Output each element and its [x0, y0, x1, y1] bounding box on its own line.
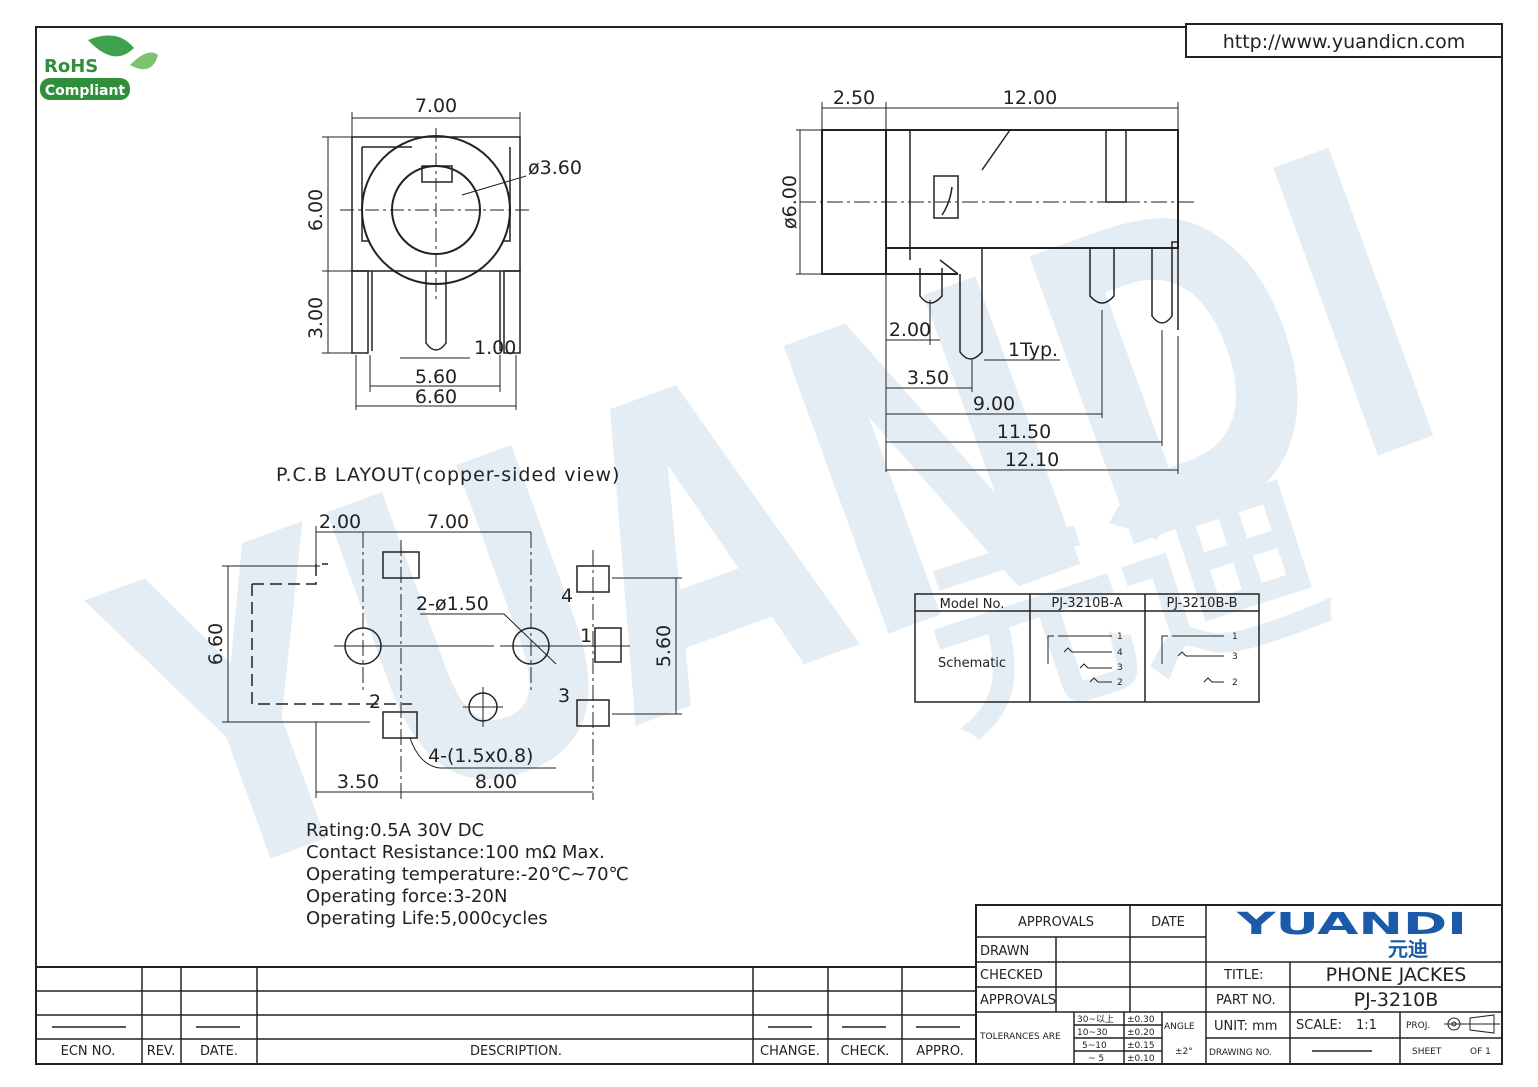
tb-sheet: SHEET — [1412, 1047, 1442, 1057]
spec-force: Operating force:3-20N — [306, 886, 507, 907]
pcb-layout — [222, 526, 682, 800]
watermark: YUANDI 元迪 — [54, 60, 1494, 983]
mt-row-label: Schematic — [938, 656, 1006, 671]
sv-front-len: 2.50 — [833, 87, 875, 109]
rohs-line2: Compliant — [45, 83, 126, 99]
mt-col-a: PJ-3210B-A — [1051, 596, 1122, 611]
fv-width: 7.00 — [415, 95, 457, 117]
pcb-top-left: 2.00 — [319, 511, 361, 533]
tb-tol-r2-range: 10~30 — [1077, 1028, 1108, 1038]
rev-date: DATE. — [200, 1044, 238, 1059]
tb-checked: CHECKED — [980, 968, 1043, 983]
tb-scale-label: SCALE: — [1296, 1018, 1342, 1033]
tb-approvals2: APPROVALS — [980, 993, 1056, 1008]
tb-tol-r1-val: ±0.30 — [1127, 1015, 1155, 1025]
tb-logo: YUANDI — [1235, 907, 1467, 942]
url-text[interactable]: http://www.yuandicn.com — [1223, 31, 1466, 53]
spec-list: Rating:0.5A 30V DC Contact Resistance:10… — [306, 820, 629, 929]
sv-d1150: 11.50 — [997, 421, 1051, 443]
pcb-pad2: 2 — [369, 691, 381, 713]
url-box — [1185, 23, 1503, 58]
sv-diameter: ø6.00 — [779, 175, 801, 229]
rev-description: DESCRIPTION. — [470, 1044, 562, 1059]
fv-hole: ø3.60 — [528, 157, 582, 179]
sv-d900: 9.00 — [973, 393, 1015, 415]
front-view — [322, 112, 532, 410]
fv-pin-span-inner: 5.60 — [415, 366, 457, 388]
rev-change: CHANGE. — [760, 1044, 820, 1059]
rohs-line1: RoHS — [44, 56, 98, 77]
rohs-badge: RoHS Compliant — [40, 35, 158, 100]
mt-a-pin1: 1 — [1117, 632, 1123, 642]
side-view — [796, 102, 1195, 474]
sv-d350: 3.50 — [907, 367, 949, 389]
pcb-pad1: 1 — [580, 625, 592, 647]
pcb-left-h: 6.60 — [205, 623, 227, 665]
tb-part-val: PJ-3210B — [1354, 989, 1439, 1011]
model-table — [914, 593, 1260, 703]
tb-tol-r1-range: 30~以上 — [1077, 1014, 1114, 1025]
tb-scale-val: 1:1 — [1356, 1018, 1377, 1033]
spec-temperature: Operating temperature:-20℃~70℃ — [306, 864, 629, 885]
pcb-pad3: 3 — [558, 685, 570, 707]
fv-height-pins: 3.00 — [305, 297, 327, 339]
rev-ecn: ECN NO. — [61, 1044, 116, 1059]
tb-approvals: APPROVALS — [1018, 915, 1094, 930]
spec-resistance: Contact Resistance:100 mΩ Max. — [306, 842, 605, 863]
spec-life: Operating Life:5,000cycles — [306, 908, 548, 929]
title-block — [975, 904, 1503, 1065]
rev-appro: APPRO. — [916, 1044, 963, 1059]
pcb-right-h: 5.60 — [653, 625, 675, 667]
rev-rev: REV. — [147, 1044, 176, 1059]
mt-b-pin2: 2 — [1232, 678, 1238, 688]
sv-d1210: 12.10 — [1005, 449, 1059, 471]
mt-col-b: PJ-3210B-B — [1166, 596, 1237, 611]
mt-b-pin3: 3 — [1232, 652, 1238, 662]
tb-tol-r4-range: ~ 5 — [1088, 1054, 1104, 1064]
mt-a-pin2: 2 — [1117, 678, 1123, 688]
tb-proj: PROJ. — [1406, 1021, 1430, 1031]
pcb-title: P.C.B LAYOUT(copper-sided view) — [276, 464, 620, 486]
sv-d200: 2.00 — [889, 319, 931, 341]
tb-tol-r4-val: ±0.10 — [1127, 1054, 1155, 1064]
spec-rating: Rating:0.5A 30V DC — [306, 820, 484, 841]
fv-pin-span-outer: 6.60 — [415, 386, 457, 408]
revision-block — [36, 966, 976, 1064]
pcb-top-span: 7.00 — [427, 511, 469, 533]
tb-part-label: PART NO. — [1216, 993, 1276, 1008]
pcb-hole-label: 2-ø1.50 — [416, 593, 489, 615]
tb-logo-cn: 元迪 — [1388, 937, 1428, 961]
tb-unit: UNIT: mm — [1214, 1019, 1277, 1034]
pcb-pad4: 4 — [561, 585, 573, 607]
tb-of: OF 1 — [1470, 1047, 1491, 1057]
pcb-pad-size: 4-(1.5x0.8) — [428, 745, 533, 767]
fv-height-body: 6.00 — [305, 189, 327, 231]
tb-drawn: DRAWN — [980, 944, 1029, 959]
sv-d1typ: 1Typ. — [1008, 339, 1058, 361]
pcb-bottom-span: 8.00 — [475, 771, 517, 793]
mt-a-pin4: 4 — [1117, 648, 1123, 658]
rev-check: CHECK. — [841, 1044, 890, 1059]
tb-title-val: PHONE JACKES — [1326, 964, 1467, 986]
tb-angle-val: ±2° — [1175, 1047, 1193, 1057]
tb-angle: ANGLE — [1164, 1022, 1195, 1032]
sheet-border — [35, 26, 1503, 1065]
mt-b-pin1: 1 — [1232, 632, 1238, 642]
mt-col-model: Model No. — [940, 597, 1005, 612]
sv-body-len: 12.00 — [1003, 87, 1057, 109]
tb-tol-r2-val: ±0.20 — [1127, 1028, 1155, 1038]
tb-tol-r3-val: ±0.15 — [1127, 1041, 1155, 1051]
fv-pin-width: 1.00 — [474, 337, 516, 359]
tb-drawing-no: DRAWING NO. — [1209, 1048, 1272, 1058]
tb-tol-r3-range: 5~10 — [1082, 1041, 1107, 1051]
tb-tolerances: TOLERANCES ARE — [979, 1032, 1061, 1042]
mt-a-pin3: 3 — [1117, 663, 1123, 673]
pcb-bottom-left: 3.50 — [337, 771, 379, 793]
tb-date: DATE — [1151, 915, 1185, 930]
tb-title-label: TITLE: — [1223, 968, 1264, 983]
